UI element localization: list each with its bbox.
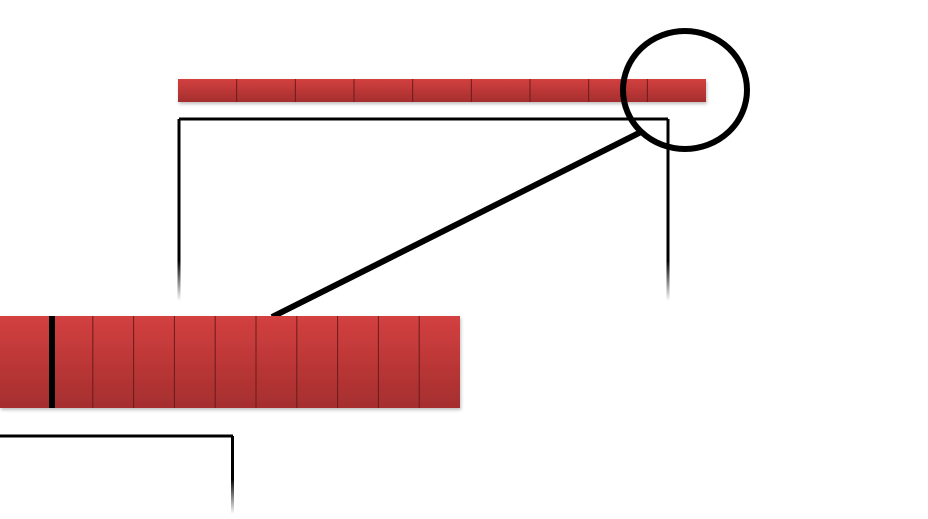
magnifier-circle	[620, 28, 750, 152]
zoomed-strip-body	[0, 316, 460, 408]
top-strip-body	[178, 79, 706, 102]
zoomed-memory-strip	[0, 316, 460, 408]
top-bracket-right-leg	[666, 119, 670, 301]
bottom-bracket-right-leg	[231, 436, 234, 514]
zoom-connector-line	[270, 129, 643, 320]
zoomed-strip-dividers	[49, 316, 420, 408]
top-bracket-left-leg	[177, 119, 181, 301]
top-strip-dividers	[236, 79, 648, 102]
top-bracket	[177, 117, 670, 301]
bottom-bracket	[0, 434, 234, 514]
top-memory-strip	[178, 79, 706, 102]
